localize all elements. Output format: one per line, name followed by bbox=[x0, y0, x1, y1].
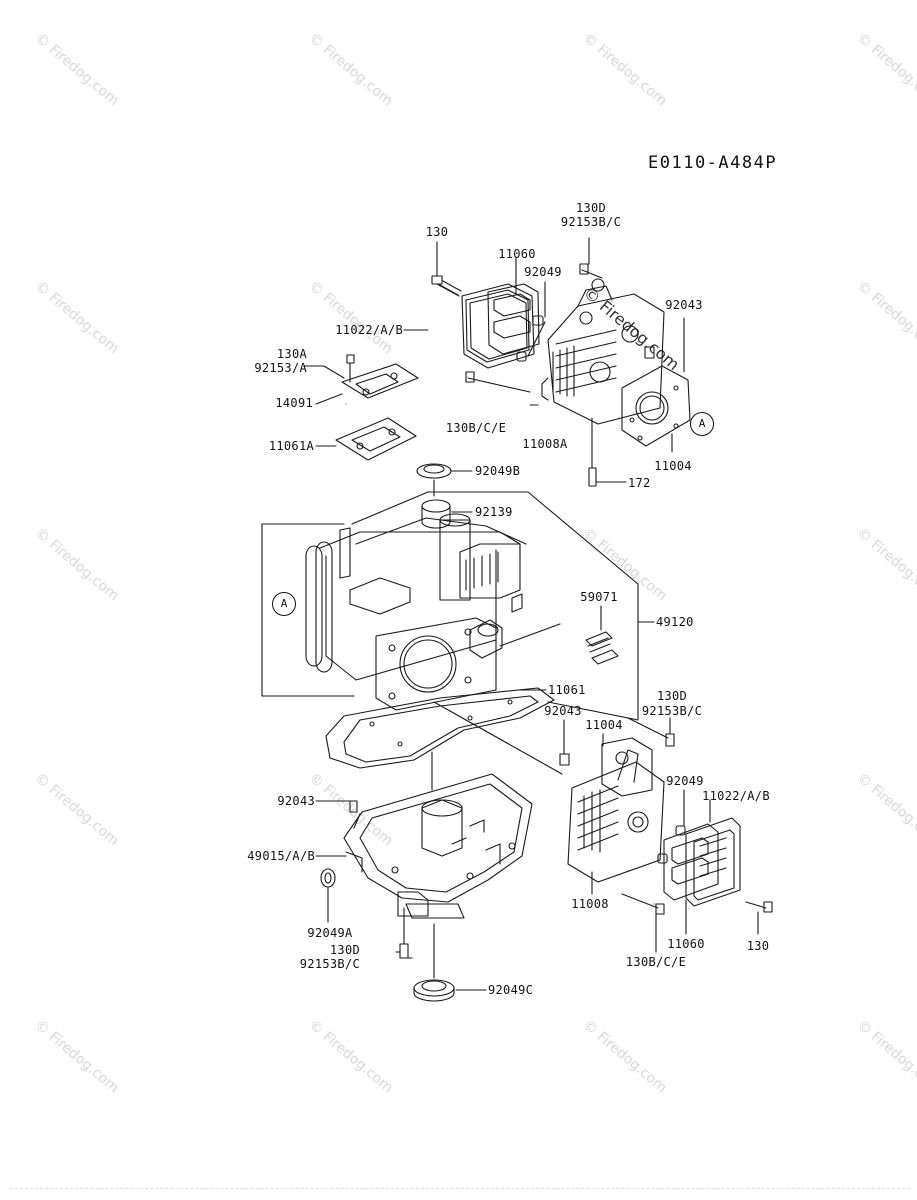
part-label: 92043 bbox=[544, 704, 582, 718]
part-label: 130D bbox=[656, 689, 688, 703]
page-footer-rule bbox=[10, 1188, 910, 1195]
pin-92043-left bbox=[349, 800, 358, 813]
part-label: 92043 bbox=[277, 794, 315, 808]
part-label: 11022/A/B bbox=[702, 789, 770, 803]
part-label: 59071 bbox=[580, 590, 618, 604]
part-label: 49015/A/B bbox=[247, 849, 315, 863]
bolt-130bce-bot bbox=[621, 893, 665, 953]
pin-92043-top bbox=[644, 317, 685, 373]
head-cover-bot bbox=[685, 799, 741, 907]
plug-92049-mid bbox=[657, 789, 686, 864]
gasket-11060-bot bbox=[663, 823, 719, 935]
part-label: 11060 bbox=[667, 937, 705, 951]
gasket-11061 bbox=[325, 687, 555, 769]
part-label: 130B/C/E bbox=[445, 421, 507, 435]
part-label: 130D bbox=[329, 943, 360, 957]
part-label: 92049B bbox=[475, 464, 521, 478]
crankcase-cover-49015 bbox=[343, 751, 533, 919]
part-label: 11008 bbox=[571, 897, 609, 911]
part-label: 92153B/C bbox=[641, 704, 703, 718]
part-label: 92153B/C bbox=[560, 215, 622, 229]
head-gasket-11004-mid bbox=[601, 733, 653, 797]
reference-circle-a: A bbox=[690, 412, 714, 436]
part-label: 130 bbox=[746, 939, 770, 953]
part-label: 11061A bbox=[268, 439, 314, 453]
part-label: 92153/A bbox=[254, 361, 307, 375]
diagram-code: E0110-A484P bbox=[648, 153, 778, 173]
bolt-130d-top bbox=[579, 237, 605, 292]
cylinder-head-11008 bbox=[567, 749, 665, 895]
part-label: 92049C bbox=[488, 983, 534, 997]
part-label: 14091 bbox=[275, 396, 313, 410]
part-label: 92043 bbox=[665, 298, 703, 312]
bolt-130d-mid bbox=[627, 717, 675, 747]
part-label: 11004 bbox=[654, 459, 692, 473]
part-label: 11004 bbox=[585, 718, 623, 732]
part-label: 92049 bbox=[666, 774, 704, 788]
crankcase-assembly bbox=[261, 491, 639, 721]
gasket-11061a bbox=[335, 417, 417, 461]
cylinder-head-11008a bbox=[541, 285, 665, 425]
gasket-11060-top bbox=[487, 257, 540, 355]
part-label: 92049A bbox=[307, 926, 353, 940]
reference-circle-a: A bbox=[272, 592, 296, 616]
part-label: 92153B/C bbox=[299, 957, 360, 971]
part-label: 49120 bbox=[656, 615, 694, 629]
part-label: 11060 bbox=[498, 247, 536, 261]
oil-seal-92049c bbox=[413, 923, 487, 1002]
part-label: 92139 bbox=[475, 505, 513, 519]
stud-172 bbox=[588, 417, 627, 487]
part-label: 130A bbox=[276, 347, 307, 361]
oil-seal-92049b bbox=[416, 463, 473, 497]
bearing-92139 bbox=[421, 499, 473, 529]
spring-59071 bbox=[585, 605, 619, 665]
cover-14091 bbox=[341, 363, 419, 399]
part-label: 11008A bbox=[522, 437, 568, 451]
leader-head2 bbox=[433, 701, 563, 775]
pin-92043-mid bbox=[559, 719, 570, 766]
head-cover-top bbox=[461, 283, 535, 369]
part-label: 11022/A/B bbox=[335, 323, 403, 337]
plug-92049-top bbox=[516, 281, 546, 362]
part-label: 130B/C/E bbox=[625, 955, 687, 969]
part-label: 130D bbox=[575, 201, 607, 215]
seal-92049a bbox=[320, 868, 336, 923]
bolt-130-top bbox=[431, 241, 462, 297]
part-label: 11061 bbox=[548, 683, 586, 697]
part-label: 172 bbox=[628, 476, 651, 490]
bolt-130bce-top bbox=[465, 371, 539, 406]
part-label: 130 bbox=[425, 225, 449, 239]
part-label: 92049 bbox=[524, 265, 562, 279]
bolt-130-bot bbox=[745, 901, 773, 935]
